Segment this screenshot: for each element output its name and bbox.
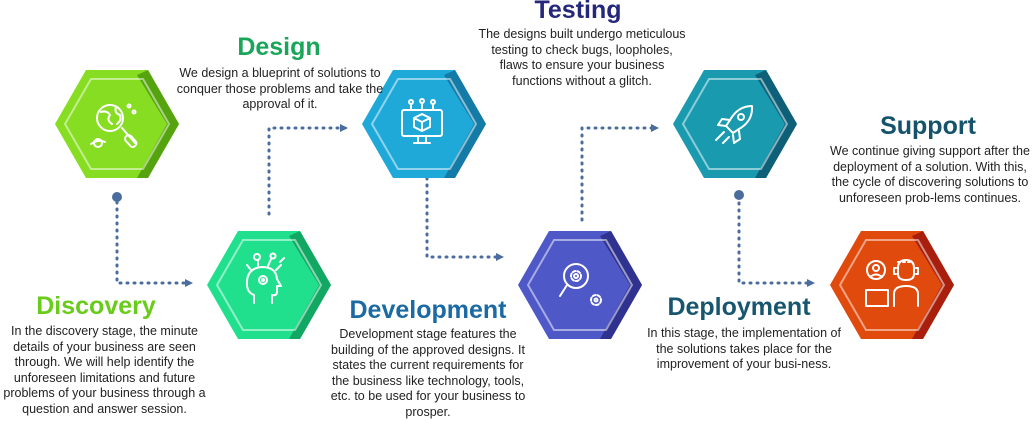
hexagon-development — [362, 70, 486, 178]
connector-start-dot — [734, 190, 744, 200]
globe-magnifier-icon — [90, 103, 138, 148]
rocket-icon — [715, 105, 754, 144]
stage-title-discovery: Discovery — [36, 292, 156, 320]
hexagon-discovery — [55, 70, 179, 178]
hexagon-deployment — [673, 70, 797, 178]
connector-testing-to-deployment — [580, 124, 659, 222]
connector-design-to-development — [267, 124, 348, 216]
stage-title-testing: Testing — [534, 0, 622, 24]
connector-start-dots — [112, 190, 744, 202]
hexagon-design — [207, 231, 331, 339]
stage-title-deployment: Deployment — [667, 293, 811, 321]
stage-title-support: Support — [880, 112, 976, 140]
monitor-cube-icon — [401, 98, 443, 144]
magnifier-gears-icon — [559, 263, 602, 306]
support-agent-icon — [865, 259, 919, 307]
hexagon-support — [830, 231, 954, 339]
stage-description-support: We continue giving support after the dep… — [830, 144, 1030, 205]
stage-description-development: Development stage features the building … — [330, 327, 526, 419]
connector-discovery-to-design — [115, 200, 193, 287]
connectors — [115, 124, 815, 287]
stage-description-deployment: In this stage, the implementation of the… — [647, 326, 841, 371]
stage-description-testing: The designs built undergo meticulous tes… — [478, 27, 686, 88]
head-ideas-icon — [245, 252, 285, 304]
connector-deployment-to-support — [737, 194, 815, 287]
connector-development-to-testing — [425, 169, 504, 261]
hexagon-testing — [518, 231, 642, 339]
stage-title-design: Design — [237, 33, 321, 61]
connector-start-dot — [112, 192, 122, 202]
stage-description-discovery: In the discovery stage, the minute detai… — [3, 324, 206, 416]
stage-title-development: Development — [349, 296, 507, 324]
stage-description-design: We design a blueprint of solutions to co… — [176, 66, 384, 111]
